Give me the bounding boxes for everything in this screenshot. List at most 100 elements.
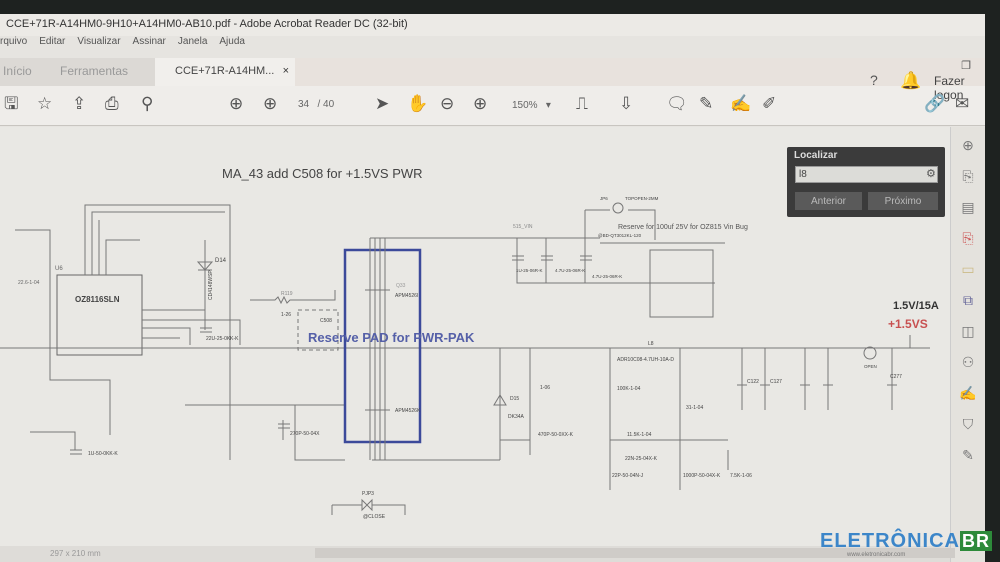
status-bar: 297 x 210 mm (0, 546, 955, 562)
jp6-label: JP6 (600, 196, 608, 201)
menu-assinar[interactable]: Assinar (132, 36, 166, 47)
d14-label: D14 (215, 258, 227, 264)
watermark-flag: BR (960, 531, 992, 551)
zoom-value: 150% (512, 100, 538, 111)
menu-editar[interactable]: Editar (39, 36, 66, 47)
send-sign-icon[interactable]: ⚇ (961, 354, 975, 370)
next-page-icon[interactable]: ⊕ (263, 94, 278, 113)
q-bot-part: APM4526K (395, 408, 421, 414)
scroll-mode-icon[interactable]: ⇩ (619, 94, 634, 113)
comment-icon[interactable]: 🗨 (666, 94, 688, 113)
r119-label: R119 (281, 291, 293, 297)
c276-value: 22P-50-04N-J (612, 473, 644, 479)
r184-value: 100K-1-04 (617, 386, 641, 392)
r187-value: 11.5K-1-04 (627, 432, 652, 438)
page-size: 297 x 210 mm (50, 549, 101, 558)
title-bar: CCE+71R-A14HM0-9H10+A14HM0-AB10.pdf - Ad… (0, 14, 985, 36)
highlight-pen-icon[interactable]: ✎ (699, 94, 714, 113)
find-previous-button[interactable]: Anterior (795, 192, 862, 210)
reserve-note: Reserve for 100uf 25V for OZ815 Vin Bug (618, 224, 748, 231)
d15-label: D15 (510, 396, 519, 402)
tab-document[interactable]: CCE+71R-A14HM...× (155, 58, 295, 86)
hand-icon[interactable]: ✋ (407, 94, 429, 113)
comment-tool-icon[interactable]: ▭ (961, 261, 975, 277)
tab-home[interactable]: Início (3, 64, 32, 78)
restore-icon[interactable]: ❐ (961, 60, 971, 72)
acrobat-window: CCE+71R-A14HM0-9H10+A14HM0-AB10.pdf - Ad… (0, 14, 985, 562)
gear-icon[interactable]: ⚙ (926, 168, 936, 180)
q-top-part: APM4526I (395, 293, 418, 299)
menu-visualizar[interactable]: Visualizar (77, 36, 121, 47)
bell-icon[interactable]: 🔔 (900, 71, 922, 90)
c371-value: 22U-25-0KK-K (206, 336, 239, 342)
zoom-select[interactable]: 150% ▾ (512, 100, 551, 111)
b17-part: @BD-QT3012KL-120 (598, 233, 642, 238)
select-cursor-icon[interactable]: ➤ (375, 94, 390, 113)
zoom-out-icon[interactable]: ⊖ (440, 94, 455, 113)
watermark-brand: ELETRÔNICA (820, 530, 960, 552)
organize-pages-icon[interactable]: ▤ (961, 199, 975, 215)
zoom-in-icon[interactable]: ⊕ (473, 94, 488, 113)
tab-tools[interactable]: Ferramentas (60, 64, 129, 78)
r318-value: 1-06 (540, 385, 550, 391)
menu-janela[interactable]: Janela (177, 36, 208, 47)
r-left-value: 22.6-1-04 (18, 280, 40, 286)
fit-page-icon[interactable]: ⎍ (576, 94, 588, 113)
upload-cloud-icon[interactable]: ⇪ (72, 94, 87, 113)
mail-icon[interactable]: ✉ (955, 94, 970, 113)
page-current[interactable]: 34 (298, 99, 310, 110)
protect-shield-icon[interactable]: ⛉ (962, 416, 974, 432)
zoom-search-icon[interactable]: ⚲ (141, 94, 154, 113)
c277-label: C277 (890, 374, 902, 380)
save-icon[interactable]: 🖫 (4, 94, 19, 113)
right-tools-pane: ⊕ ⎘ ▤ ⎘ ▭ ⧉ ◫ ⚇ ✍ ⛉ ✎ (950, 127, 985, 562)
fill-sign-icon[interactable]: ✐ (762, 94, 777, 113)
c303-value: 270P-50-04X (290, 431, 320, 437)
window-title: CCE+71R-A14HM0-9H10+A14HM0-AB10.pdf - Ad… (6, 18, 408, 30)
fill-sign-tool-icon[interactable]: ✍ (959, 385, 977, 401)
combine-files-icon[interactable]: ⧉ (963, 292, 973, 308)
d15-part: DK34A (508, 414, 525, 420)
create-pdf-icon[interactable]: ⎘ (962, 230, 974, 246)
page-indicator[interactable]: 34 / 40 (298, 99, 334, 110)
d14-part: CD4148WSP (208, 270, 214, 300)
print-icon[interactable]: ⎙ (105, 94, 119, 113)
reserve-pad-label: Reserve PAD for PWR-PAK (308, 330, 475, 345)
prev-page-icon[interactable]: ⊕ (229, 94, 244, 113)
menu-ajuda[interactable]: Ajuda (219, 36, 245, 47)
close-tab-icon[interactable]: × (282, 65, 289, 77)
c122-label: C122 (747, 379, 759, 385)
c253-value: 1U-50-0KK-K (88, 451, 118, 457)
export-pdf-icon[interactable]: ⎘ (962, 168, 974, 184)
tab-bar-empty (295, 58, 985, 86)
schematic-heading: MA_43 add C508 for +1.5VS PWR (222, 166, 423, 181)
login-button[interactable]: Fazer logon (934, 74, 965, 102)
edit-pdf-icon[interactable]: ◫ (961, 323, 975, 339)
find-next-button[interactable]: Próximo (868, 192, 938, 210)
find-title: Localizar (794, 150, 838, 161)
c257-value: 4.7U-25-06R-K (592, 274, 622, 279)
help-icon[interactable]: ? (870, 72, 878, 88)
enhance-scan-icon[interactable]: ⊕ (962, 137, 974, 153)
watermark-url: www.eletronicabr.com (847, 552, 906, 558)
share-link-icon[interactable]: 🔗 (924, 94, 946, 113)
horizontal-scrollbar[interactable] (315, 548, 955, 558)
c508-label: C508 (320, 318, 332, 324)
find-input[interactable] (795, 166, 938, 183)
sign-icon[interactable]: ✍ (730, 94, 752, 113)
c274-value: 22N-25-04X-K (625, 456, 658, 462)
jp5-label: OPEN (864, 364, 877, 369)
r119-value: 1-26 (281, 312, 291, 318)
schematic-drawing: MA_43 add C508 for +1.5VS PWR OZ8116SLN … (0, 166, 939, 520)
star-icon[interactable]: ☆ (37, 94, 53, 113)
sign-pen-icon[interactable]: ✎ (962, 447, 974, 463)
pjp3-part: @CLOSE (363, 514, 386, 520)
reserve-pad-box (343, 248, 422, 444)
menu-arquivo[interactable]: rquivo (0, 36, 28, 47)
pjp3-label: PJP3 (362, 491, 374, 497)
c127-label: C127 (770, 379, 782, 385)
ic-ref: U6 (55, 266, 63, 272)
find-panel: Localizar ⚙ Anterior Próximo (787, 147, 945, 217)
tab-bar: Início Ferramentas CCE+71R-A14HM...× (0, 58, 985, 86)
